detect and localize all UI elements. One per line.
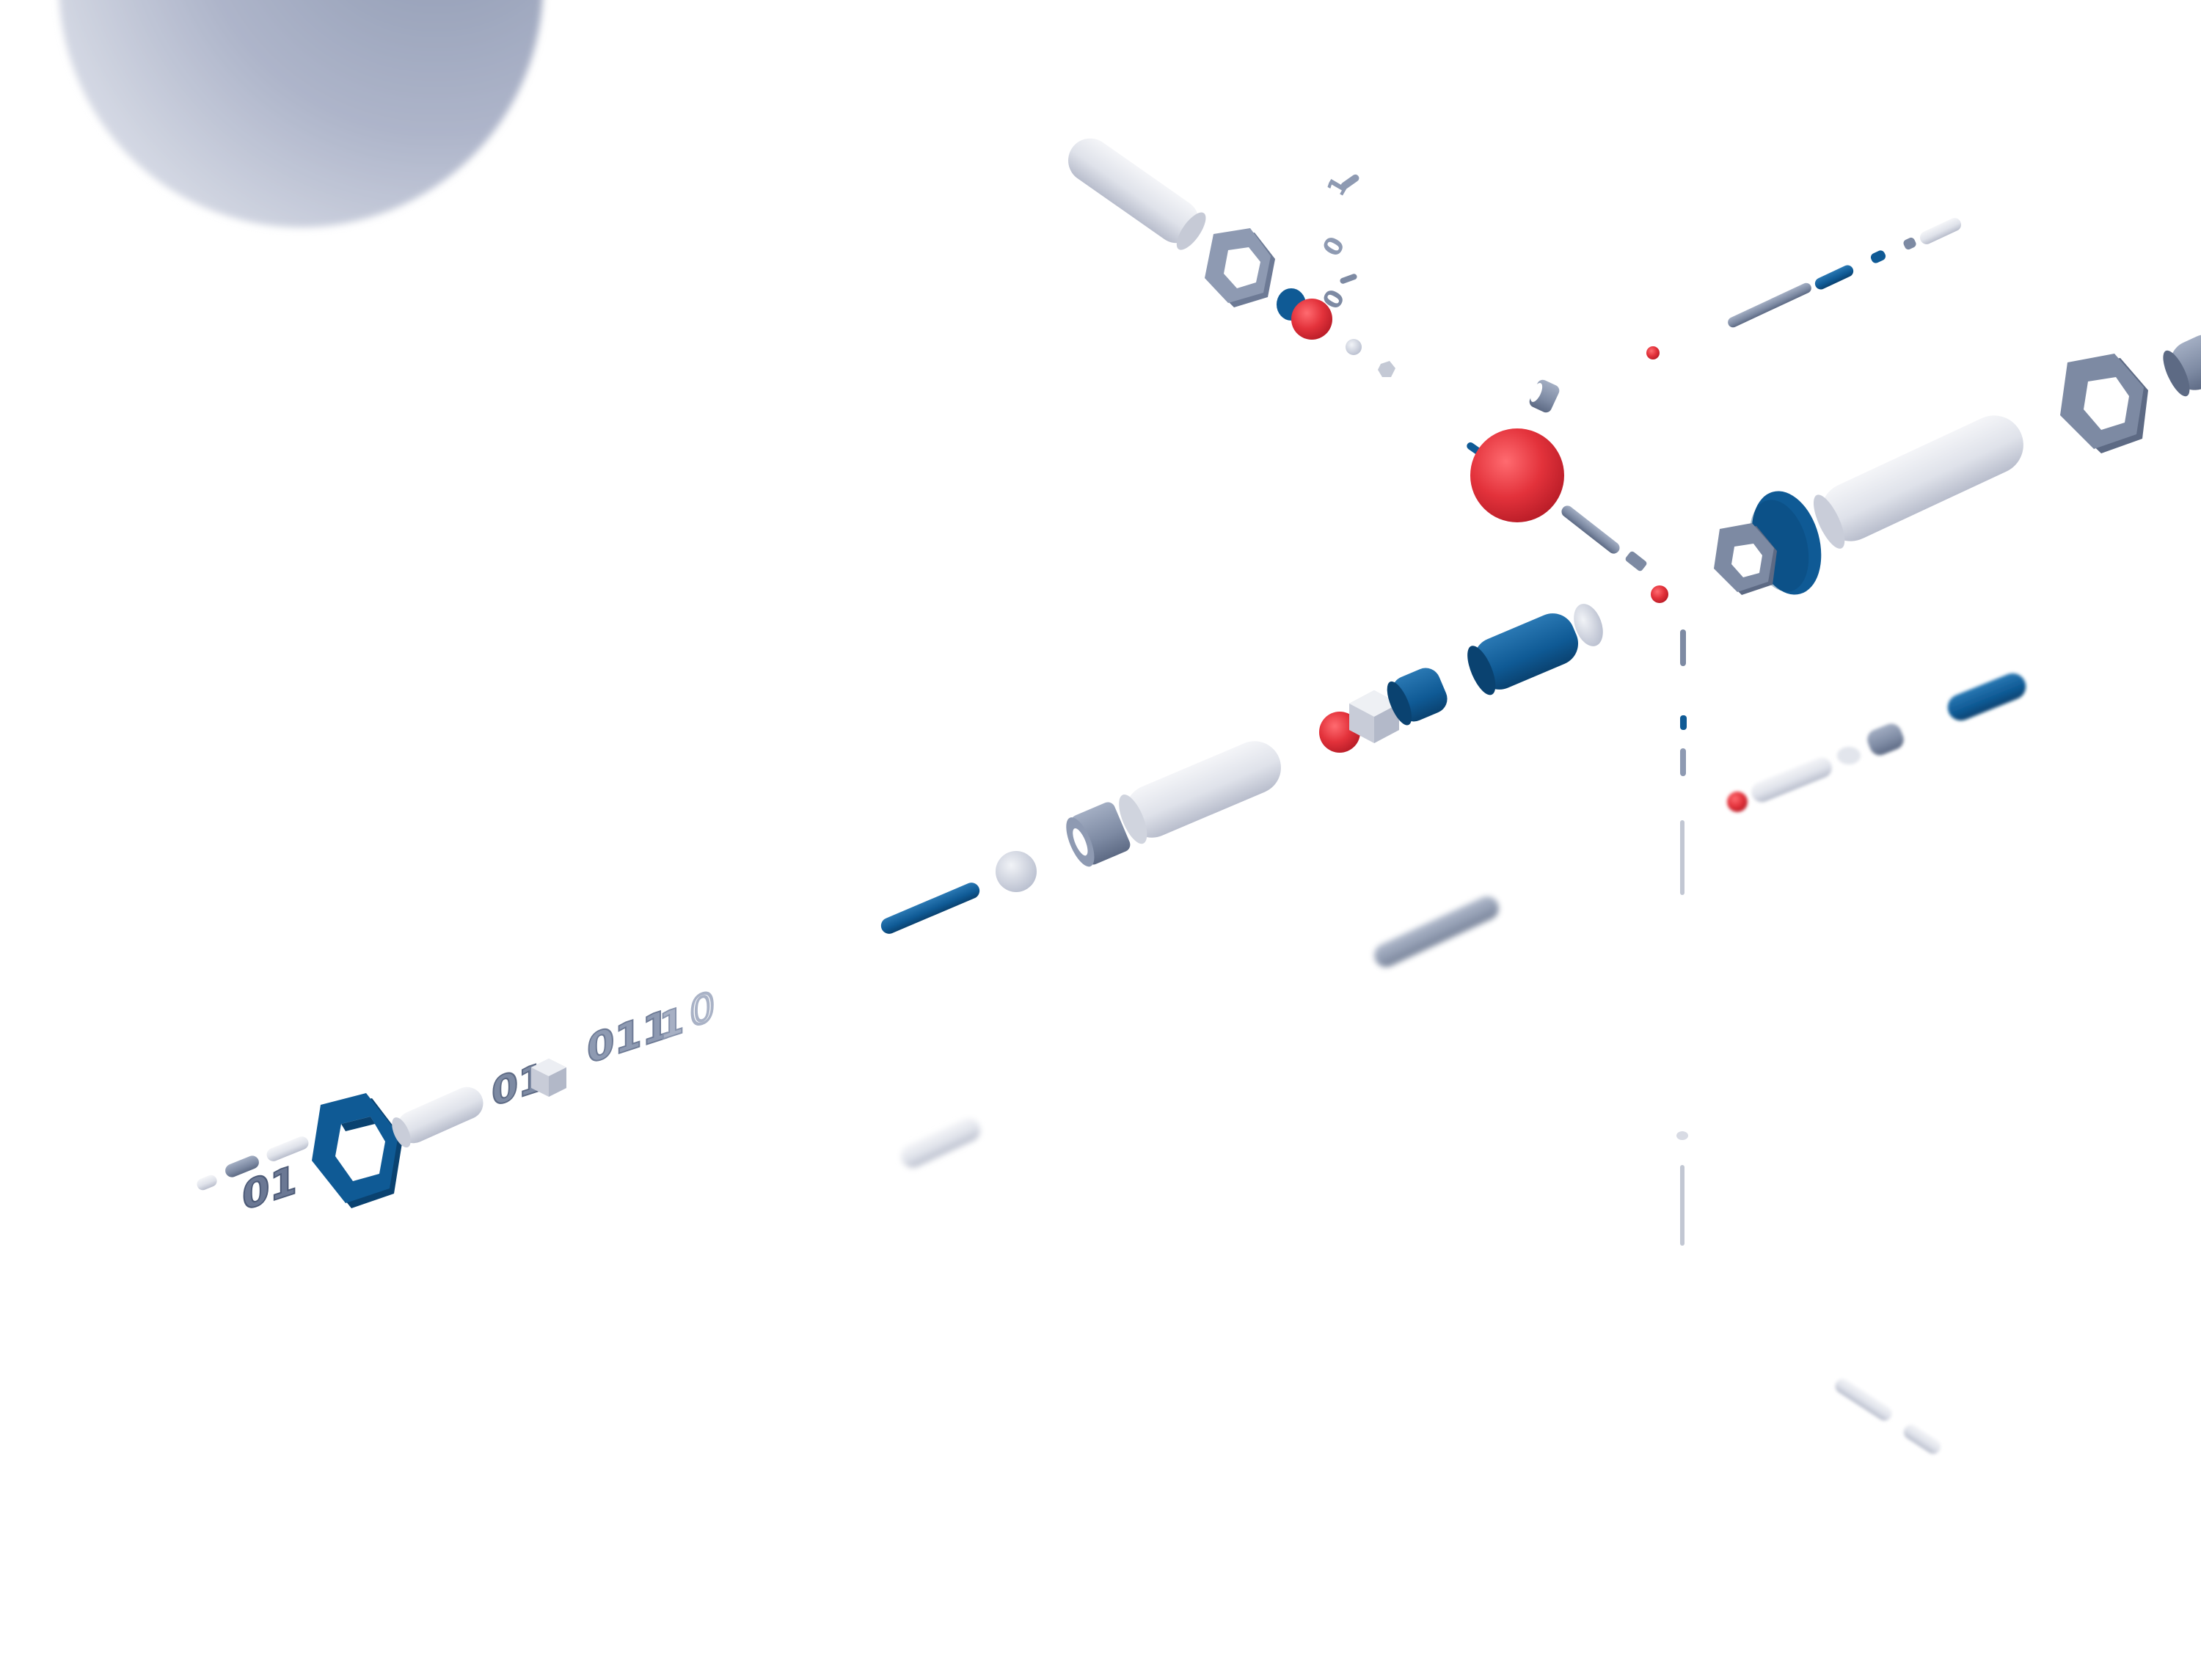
tr-pale-rod	[1919, 218, 1962, 244]
tr-slate-dot	[1903, 237, 1916, 250]
top-red-ball	[1291, 299, 1332, 340]
bottom-pale-rod-2	[1903, 1425, 1941, 1454]
digits-top-a: 1	[1321, 172, 1355, 202]
right-slate-hexagon-large	[2060, 354, 2148, 453]
blurred-pale-rod-low	[900, 1118, 981, 1168]
digits-top-a-group: 1	[1321, 172, 1355, 202]
slate-rod	[225, 1155, 259, 1177]
top-pale-hex-dot	[1378, 361, 1395, 377]
pale-cube	[531, 1059, 566, 1097]
digits-mid-d-group: 0	[688, 982, 716, 1039]
large-sphere	[59, 0, 543, 227]
blurred-slate-rod-mid	[1374, 896, 1499, 968]
pale-rod	[266, 1136, 309, 1161]
digits-mid-d: 0	[690, 983, 715, 1037]
top-slate-tick-2	[1340, 274, 1357, 284]
pale-cube-2	[1349, 690, 1399, 743]
vertical-dashed-line	[1676, 629, 1688, 1246]
tr-navy-dot	[1870, 250, 1886, 263]
top-slate-hexagon	[1205, 228, 1275, 307]
center-small-red-dot	[1646, 346, 1660, 359]
small-cylinder	[197, 1175, 217, 1191]
bottom-pale-rod-1	[1835, 1378, 1892, 1421]
top-cluster: 1 0 0	[1068, 138, 1395, 377]
large-pale-cylinder	[1119, 741, 1281, 844]
center-slate-bolt	[1625, 551, 1647, 571]
digits-mid-b-group: 011	[586, 1001, 671, 1075]
right-blurred-chain	[1727, 673, 2026, 812]
blurred-slate-cyl	[1867, 723, 1904, 756]
center-cluster	[1467, 346, 1668, 603]
digits-mid-c-group: 1	[658, 998, 685, 1051]
navy-short-cylinder	[1387, 668, 1448, 726]
slate-ring	[1066, 802, 1131, 867]
tr-navy-rod	[1814, 265, 1854, 290]
main-diagonal-chain: 01 01 011 1 0	[197, 604, 1603, 1221]
blurred-pale-disc	[1837, 747, 1861, 764]
center-slate-rod	[1561, 505, 1620, 554]
pale-disc	[1574, 604, 1603, 646]
blurred-navy-cyl	[1947, 673, 2026, 721]
right-slate-hexagon-small	[1714, 523, 1777, 595]
digits-mid-b: 011	[587, 1001, 670, 1074]
digits-mid-c: 1	[659, 998, 685, 1050]
bottom-right-rods	[1835, 1378, 1941, 1454]
center-slate-cap	[1529, 379, 1560, 413]
tr-slate-rod	[1728, 282, 1811, 328]
top-pale-dot	[1346, 339, 1362, 355]
navy-rod	[880, 883, 980, 934]
center-red-dot-2	[1651, 585, 1668, 603]
digits-top-b-group: 0	[1317, 232, 1351, 262]
right-cluster	[1714, 334, 2201, 595]
navy-large-cylinder	[1467, 613, 1579, 695]
top-slate-tick	[1340, 174, 1359, 190]
digits-top-b: 0	[1317, 232, 1351, 262]
pale-cylinder	[392, 1086, 483, 1148]
right-large-pale-cylinder	[1813, 415, 2023, 549]
pale-ball	[996, 851, 1037, 892]
navy-hexagon-ring	[312, 1093, 403, 1208]
right-slate-cylinder-edge	[2163, 334, 2201, 397]
center-large-red-ball	[1470, 428, 1564, 522]
blurred-red-dot	[1727, 792, 1748, 812]
blurred-pale-rod	[1751, 757, 1832, 803]
top-right-chain	[1728, 218, 1962, 328]
top-pale-cylinder	[1068, 138, 1206, 250]
